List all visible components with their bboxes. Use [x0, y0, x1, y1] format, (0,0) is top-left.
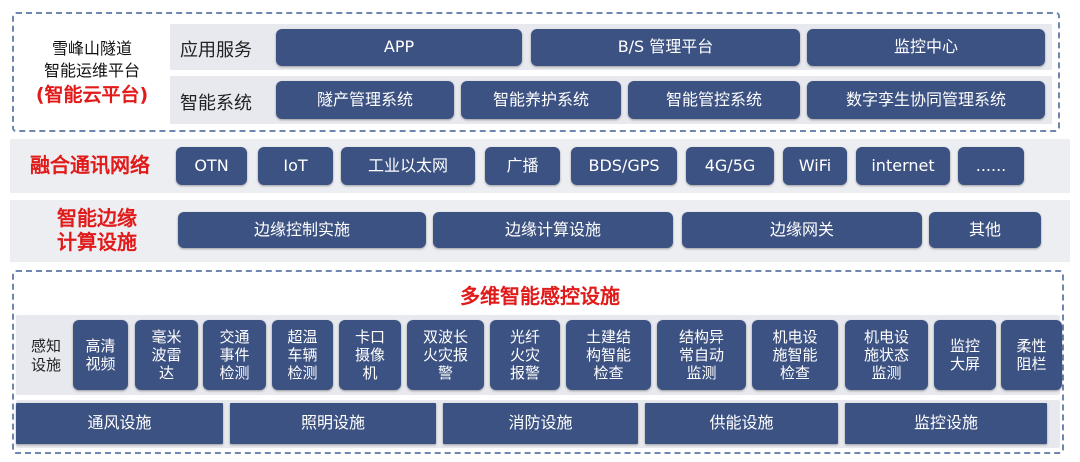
sensor-line: 警 — [437, 364, 453, 382]
digital-twin-button[interactable]: 数字孪生协同管理系统 — [807, 81, 1045, 119]
sensor-line: 监测 — [686, 364, 717, 382]
asset-mgmt-button[interactable]: 隧产管理系统 — [276, 81, 454, 119]
sensor-line: 机 — [362, 364, 378, 382]
sensor-line: 达 — [158, 364, 174, 382]
platform-title-line-1: 雪峰山隧道 — [51, 39, 132, 58]
bs-platform-button[interactable]: B/S 管理平台 — [531, 29, 800, 66]
facility-fire[interactable]: 消防设施 — [443, 403, 638, 444]
sensor-line: 车辆 — [287, 346, 318, 364]
net-iot[interactable]: IoT — [258, 147, 333, 185]
sensor-line: 视频 — [85, 355, 116, 373]
sensing-section — [12, 270, 1064, 454]
sensor-fiber-fire[interactable]: 光纤 火灾 报警 — [490, 320, 560, 390]
maintenance-button[interactable]: 智能养护系统 — [461, 81, 621, 119]
edge-compute-button[interactable]: 边缘计算设施 — [433, 212, 673, 248]
sensor-line: 机电设 — [863, 328, 909, 346]
sensor-line: 机电设 — [772, 328, 818, 346]
sensing-side-label: 感知 设施 — [26, 337, 66, 375]
sensor-line: 检查 — [779, 364, 810, 382]
app-button[interactable]: APP — [276, 29, 522, 66]
facility-lighting[interactable]: 照明设施 — [230, 403, 436, 444]
facility-monitoring[interactable]: 监控设施 — [845, 403, 1047, 444]
sensor-flexible-barrier[interactable]: 柔性 阻栏 — [1001, 320, 1062, 390]
sensor-monitor-screen[interactable]: 监控 大屏 — [934, 320, 996, 390]
net-broadcast[interactable]: 广播 — [485, 147, 560, 185]
sensor-line: 毫米 — [151, 328, 182, 346]
sensor-line: 高清 — [85, 337, 116, 355]
edge-gateway-button[interactable]: 边缘网关 — [682, 212, 922, 248]
control-system-button[interactable]: 智能管控系统 — [628, 81, 800, 119]
sensor-line: 火灾报 — [422, 346, 468, 364]
edge-label: 智能边缘 计算设施 — [42, 206, 152, 254]
sensor-line: 施状态 — [863, 346, 909, 364]
net-otn[interactable]: OTN — [176, 147, 247, 185]
platform-title-line-2: 智能运维平台 — [43, 61, 140, 80]
sensor-line: 双波长 — [422, 328, 468, 346]
sensor-dual-wave-fire[interactable]: 双波长 火灾报 警 — [407, 320, 484, 390]
sensor-line: 阻栏 — [1016, 355, 1047, 373]
net-internet[interactable]: internet — [856, 147, 950, 185]
net-ethernet[interactable]: 工业以太网 — [341, 147, 475, 185]
sensor-line: 柔性 — [1016, 337, 1047, 355]
net-4g5g[interactable]: 4G/5G — [686, 147, 774, 185]
sensor-checkpoint-camera[interactable]: 卡口 摄像 机 — [339, 320, 401, 390]
smart-system-label: 智能系统 — [180, 93, 252, 114]
network-label: 融合通讯网络 — [30, 153, 150, 177]
sensor-hd-video[interactable]: 高清 视频 — [73, 320, 128, 390]
sensor-electromech-check[interactable]: 机电设 施智能 检查 — [752, 320, 838, 390]
sensor-line: 交通 — [219, 328, 250, 346]
sensor-traffic-event[interactable]: 交通 事件 检测 — [203, 320, 266, 390]
sensor-line: 检测 — [287, 364, 318, 382]
sensor-line: 火灾 — [509, 346, 540, 364]
sensor-line: 检查 — [593, 364, 624, 382]
monitor-center-button[interactable]: 监控中心 — [807, 29, 1045, 66]
net-bds-gps[interactable]: BDS/GPS — [571, 147, 677, 185]
edge-other-button[interactable]: 其他 — [929, 212, 1041, 248]
facility-ventilation[interactable]: 通风设施 — [16, 403, 223, 444]
sensor-line: 超温 — [287, 328, 318, 346]
sensor-line: 结构异 — [678, 328, 724, 346]
sensor-electromech-status[interactable]: 机电设 施状态 监测 — [845, 320, 928, 390]
sensor-line: 大屏 — [949, 355, 980, 373]
sensing-side-label-line-1: 感知 — [30, 337, 61, 355]
sensor-line: 常自动 — [678, 346, 724, 364]
sensor-mmwave-radar[interactable]: 毫米 波雷 达 — [135, 320, 198, 390]
sensor-structure-anomaly[interactable]: 结构异 常自动 监测 — [657, 320, 746, 390]
sensor-line: 构智能 — [585, 346, 631, 364]
platform-title-line-3: (智能云平台) — [35, 84, 149, 106]
net-more[interactable]: ...... — [958, 147, 1024, 185]
sensor-line: 报警 — [509, 364, 540, 382]
sensing-title: 多维智能感控设施 — [460, 284, 620, 308]
facility-power[interactable]: 供能设施 — [645, 403, 838, 444]
platform-section — [12, 12, 1060, 132]
sensor-overheat-vehicle[interactable]: 超温 车辆 检测 — [272, 320, 333, 390]
platform-title: 雪峰山隧道 智能运维平台 (智能云平台) — [18, 38, 166, 108]
sensor-line: 监控 — [949, 337, 980, 355]
edge-label-line-1: 智能边缘 — [57, 206, 137, 230]
app-service-label: 应用服务 — [180, 40, 252, 61]
edge-control-button[interactable]: 边缘控制实施 — [178, 212, 426, 248]
sensing-side-label-line-2: 设施 — [30, 356, 61, 374]
sensor-line: 监测 — [871, 364, 902, 382]
edge-label-line-2: 计算设施 — [57, 230, 137, 254]
sensor-line: 光纤 — [509, 328, 540, 346]
sensor-civil-structure-check[interactable]: 土建结 构智能 检查 — [566, 320, 651, 390]
sensor-line: 卡口 — [354, 328, 385, 346]
sensor-line: 施智能 — [772, 346, 818, 364]
net-wifi[interactable]: WiFi — [783, 147, 847, 185]
sensor-line: 土建结 — [585, 328, 631, 346]
sensor-line: 摄像 — [354, 346, 385, 364]
sensor-line: 事件 — [219, 346, 250, 364]
sensor-line: 波雷 — [151, 346, 182, 364]
sensor-line: 检测 — [219, 364, 250, 382]
